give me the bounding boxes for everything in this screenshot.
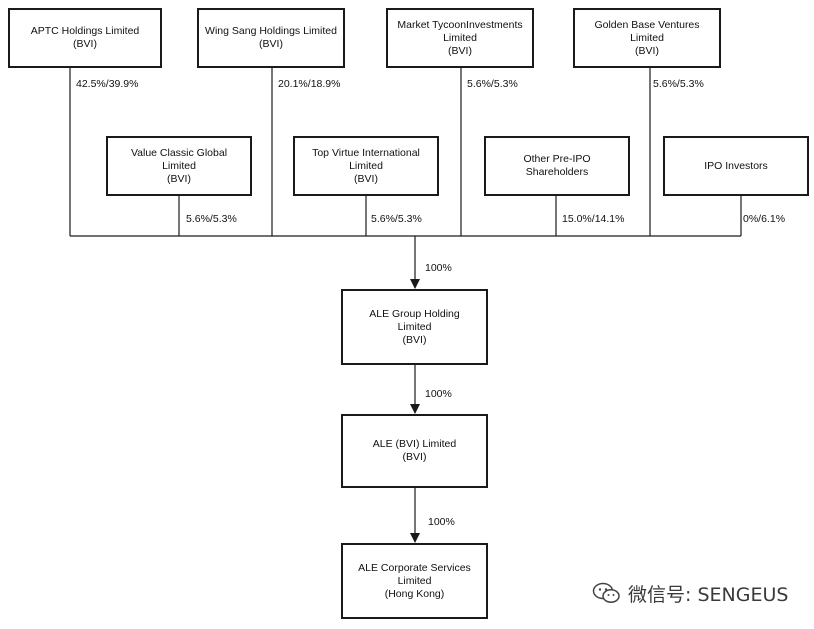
stake-pct-aptc: 42.5%/39.9% xyxy=(76,78,139,90)
stake-pct-market: 5.6%/5.3% xyxy=(467,78,518,90)
wechat-icon xyxy=(592,582,620,603)
shareholder-box-ipo-line: IPO Investors xyxy=(704,159,768,172)
chain-box-ale-group-line: Limited xyxy=(397,320,432,333)
shareholder-box-top-line: (BVI) xyxy=(354,172,378,185)
shareholder-box-top-line: Limited xyxy=(349,159,383,172)
shareholder-box-wing-label: Wing Sang Holdings Limited(BVI) xyxy=(205,25,337,51)
shareholder-box-wing: Wing Sang Holdings Limited(BVI) xyxy=(197,8,345,68)
shareholder-box-ipo-label: IPO Investors xyxy=(704,160,768,173)
shareholder-box-top-line: Top Virtue International xyxy=(312,146,420,159)
shareholder-box-golden-line: Limited xyxy=(630,31,664,44)
chain-box-ale-bvi: ALE (BVI) Limited(BVI) xyxy=(341,414,488,488)
watermark: 微信号: SENGEUS xyxy=(592,580,788,606)
stake-pct-wing: 20.1%/18.9% xyxy=(278,78,341,90)
shareholder-box-value-line: (BVI) xyxy=(167,172,191,185)
shareholder-box-aptc-line: (BVI) xyxy=(73,38,97,50)
shareholder-box-wing-line: (BVI) xyxy=(259,38,283,50)
chain-box-ale-corp-line: ALE Corporate Services xyxy=(358,561,471,574)
shareholder-box-market-line: (BVI) xyxy=(448,44,472,57)
chain-box-ale-bvi-line: (BVI) xyxy=(402,451,427,463)
chain-box-ale-corp-line: Limited xyxy=(397,574,432,587)
chain-pct-ale-corp: 100% xyxy=(428,516,455,528)
shareholder-box-other-line: Shareholders xyxy=(525,166,589,178)
chain-box-ale-group-line: ALE Group Holding xyxy=(369,307,460,320)
stake-pct-golden: 5.6%/5.3% xyxy=(653,78,704,90)
shareholder-box-golden-line: Golden Base Ventures xyxy=(594,18,700,31)
shareholder-box-value-line: Limited xyxy=(162,159,196,172)
chain-box-ale-bvi-label: ALE (BVI) Limited(BVI) xyxy=(373,438,456,464)
shareholder-box-aptc-line: APTC Holdings Limited xyxy=(30,25,140,37)
shareholder-box-ipo: IPO Investors xyxy=(663,136,809,196)
shareholder-box-value-line: Value Classic Global xyxy=(130,146,228,159)
chain-box-ale-bvi-line: ALE (BVI) Limited xyxy=(372,438,457,450)
shareholder-box-market-line: Limited xyxy=(443,31,477,44)
chain-pct-ale-group: 100% xyxy=(425,262,452,274)
shareholder-box-aptc-label: APTC Holdings Limited(BVI) xyxy=(31,25,140,51)
watermark-text: 微信号: SENGEUS xyxy=(628,583,789,606)
stake-pct-top: 5.6%/5.3% xyxy=(371,213,422,225)
shareholder-box-golden-line: (BVI) xyxy=(635,44,659,57)
stake-pct-value: 5.6%/5.3% xyxy=(186,213,237,225)
chain-pct-ale-bvi: 100% xyxy=(425,388,452,400)
shareholder-box-wing-line: Wing Sang Holdings Limited xyxy=(205,25,337,37)
chain-box-ale-corp-line: (Hong Kong) xyxy=(384,587,445,600)
chain-box-ale-group-line: (BVI) xyxy=(402,333,427,346)
stake-pct-other: 15.0%/14.1% xyxy=(562,213,625,225)
stake-pct-ipo: 0%/6.1% xyxy=(743,213,786,225)
shareholder-box-market-line: Market TycoonInvestments xyxy=(397,18,523,31)
shareholder-box-aptc: APTC Holdings Limited(BVI) xyxy=(8,8,162,68)
shareholder-box-other-line: Other Pre-IPO xyxy=(523,153,591,165)
